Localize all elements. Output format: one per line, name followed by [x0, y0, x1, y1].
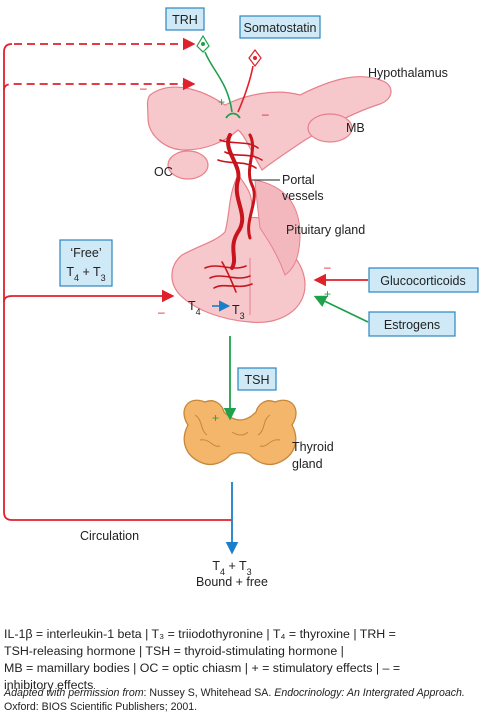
hpt-axis-diagram: TRH Somatostatin ‘Free’ T4 + T3 Glucocor… — [3, 7, 479, 589]
output-hormones-label: T4 + T3 — [212, 559, 251, 577]
minus-sign-glucocorticoid: – — [324, 260, 331, 274]
legend-line: MB = mamillary bodies | OC = optic chias… — [4, 661, 401, 675]
free-hormone-box — [59, 239, 113, 287]
abbreviation-legend: IL-1β = interleukin-1 beta | T₃ = triiod… — [4, 626, 493, 694]
circulation-label: Circulation — [80, 529, 139, 543]
t4-inner-label: T4 — [188, 299, 201, 317]
minus-sign-hypothalamus: – — [140, 81, 147, 95]
thyroid-label-line2: gland — [292, 457, 323, 471]
legend-line: inhibitory effects — [4, 678, 94, 692]
portal-vessels — [204, 133, 263, 293]
oc-label: OC — [154, 165, 173, 179]
legend-line: IL-1β = interleukin-1 beta | T₃ = triiod… — [4, 627, 396, 641]
feedback-hypothalamus-loop — [3, 77, 196, 91]
hypothalamus-tissue — [146, 76, 392, 180]
minus-sign-free-feedback: – — [158, 305, 165, 319]
mamillary-body — [307, 113, 353, 143]
tsh-box — [237, 367, 277, 391]
free-label-line1: ‘Free’ — [70, 246, 101, 260]
glucocorticoids-label: Glucocorticoids — [380, 274, 465, 288]
estrogens-label: Estrogens — [384, 318, 440, 332]
portal-label-line2: vessels — [282, 189, 324, 203]
plus-sign-tsh: + — [212, 411, 219, 425]
pituitary-label: Pituitary gland — [286, 223, 365, 237]
trh-axon — [204, 51, 233, 113]
trh-label: TRH — [172, 13, 198, 27]
plus-sign-estrogen: + — [324, 287, 331, 301]
thyroid-label-line1: Thyroid — [292, 440, 334, 454]
pituitary-tissue — [171, 173, 306, 323]
glucocorticoids-box — [368, 267, 479, 293]
credit-title: Endocrinology: An Intergrated Approach. — [274, 687, 465, 699]
trh-box — [165, 7, 205, 31]
somatostatin-neuron — [248, 49, 262, 67]
somatostatin-box — [239, 15, 321, 39]
hypothalamus-label: Hypothalamus — [368, 66, 448, 80]
plus-sign-trh: + — [218, 95, 225, 109]
axon-terminals — [225, 112, 241, 119]
source-credit: Adapted with permission from: Nussey S, … — [4, 686, 493, 714]
legend-line: TSH-releasing hormone | TSH = thyroid-st… — [4, 644, 344, 658]
thyroid-gland — [183, 399, 297, 466]
credit-publisher: Oxford: BIOS Scientific Publishers; 2001… — [4, 701, 198, 713]
somatostatin-axon — [237, 65, 254, 113]
somatostatin-label: Somatostatin — [244, 21, 317, 35]
credit-authors: : Nussey S, Whitehead SA. — [143, 687, 275, 699]
credit-prefix: Adapted with permission from — [4, 687, 144, 699]
tsh-label: TSH — [245, 373, 270, 387]
circulation-loop — [3, 43, 232, 521]
feedback-pituitary-arrow — [3, 289, 175, 303]
free-label-line2: T4 + T3 — [66, 265, 105, 283]
estrogen-arrow — [313, 295, 369, 323]
minus-sign-somatostatin: – — [262, 107, 269, 121]
portal-label-line1: Portal — [282, 173, 315, 187]
trh-neuron — [196, 34, 210, 53]
optic-chiasm — [167, 150, 209, 180]
estrogens-box — [368, 311, 456, 337]
mb-label: MB — [346, 121, 365, 135]
bound-free-label: Bound + free — [196, 575, 268, 589]
t3-inner-label: T3 — [232, 303, 245, 321]
